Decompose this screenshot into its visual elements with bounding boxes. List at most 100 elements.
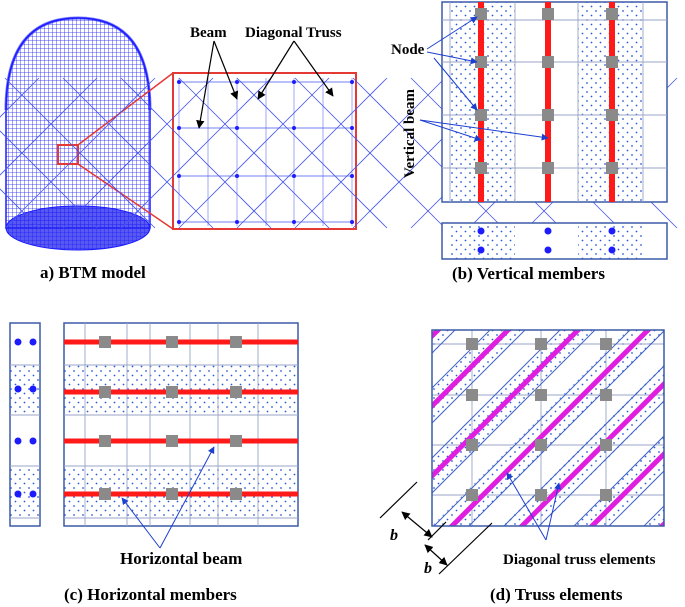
diagonal-truss [448,330,652,526]
zoom-node [177,174,181,178]
node-square [606,56,618,68]
node-arrows [426,16,478,111]
panel-b: Node Vertical beam (b) Vertical members [391,1,668,283]
node-square [535,439,547,451]
section-dot [29,338,37,346]
panel-a: Beam Diagonal Truss a) BTM model [0,16,678,282]
dotted-band [432,330,596,494]
zoom-node [292,174,296,178]
node-square [600,489,612,501]
btm-dome-model [4,16,152,251]
diagonal-truss-label: Diagonal Truss [245,25,342,41]
node-square [542,56,554,68]
diagonal-line [573,435,664,526]
panel-c: Horizontal beam (c) Horizontal members [9,322,299,604]
diagonal-line [643,505,664,526]
node-square [542,8,554,20]
node-square [600,439,612,451]
node-square [230,435,242,447]
node-square [99,336,111,348]
node-square [475,8,487,20]
truss-arrows [257,40,334,100]
node-square [230,488,242,500]
zoom-node [235,174,239,178]
dotted-band [572,434,664,526]
diagonal-truss [432,330,512,410]
dotted-band [432,330,456,354]
horizontal-section-strip [9,322,41,527]
diagonal-line [503,365,664,526]
section-dot [14,437,22,445]
vertical-beam-arrows [419,119,549,142]
section-dot [14,385,22,393]
diagonal-line [432,330,596,494]
node-square [166,386,178,398]
node-square [542,162,554,174]
zoom-truss-diag [178,77,330,229]
diagonal-line [538,400,664,526]
node-square [600,338,612,350]
dimension-b-label-1: b [390,527,398,544]
section-dot [544,246,552,254]
zoom-node [235,80,239,84]
horizontal-beam-arrows [121,446,215,549]
node-square [606,8,618,20]
section-dot [608,227,616,235]
section-dot [29,490,37,498]
diagonal-truss [588,450,664,526]
zoom-node [350,80,354,84]
node-square [535,389,547,401]
diagonal-line [433,330,631,526]
vertical-members-grid [441,1,668,203]
beam-label: Beam [190,25,227,41]
node-square [535,338,547,350]
section-dot [608,246,616,254]
node-square [230,386,242,398]
zoom-truss-diag [294,77,446,229]
node-square [230,336,242,348]
zoom-truss-diag [0,188,40,229]
diagonal-line [432,330,526,424]
node-square [606,162,618,174]
diagonal-truss-arrows [506,472,562,541]
diagonal-truss-elements-label: Diagonal truss elements [503,552,656,568]
node-square [99,435,111,447]
beam-arrows [196,40,239,129]
panel-d: b b Diagonal truss elements (d) Truss el… [379,329,665,604]
diagonal-line [608,470,664,526]
zoom-node [292,80,296,84]
dotted-band [432,330,526,424]
node-square [466,338,478,350]
zoom-truss-diag [236,77,388,229]
node-square [542,109,554,121]
zoom-node [292,126,296,130]
node-square [99,386,111,398]
zoom-node [292,220,296,224]
dotted-band [642,504,664,526]
node-square [466,489,478,501]
node-square [475,56,487,68]
section-dot [14,490,22,498]
node-square [606,109,618,121]
section-dot [29,385,37,393]
node-square [166,336,178,348]
diagonal-line [432,330,561,459]
node-square [166,435,178,447]
zoom-node [177,126,181,130]
zoom-node [177,220,181,224]
zoom-node [350,174,354,178]
horizontal-members-grid [63,322,299,527]
zoom-node [235,220,239,224]
caption-c: (c) Horizontal members [64,585,237,604]
horizontal-beam-label: Horizontal beam [120,549,242,568]
node-label: Node [391,42,425,58]
caption-d: (d) Truss elements [490,585,623,604]
diagonal-truss [518,380,664,526]
zoom-node [350,126,354,130]
node-square [475,162,487,174]
section-dot [477,246,485,254]
zoom-truss-diag [0,77,98,176]
vertical-section-strip [441,222,668,260]
zoom-node [350,220,354,224]
